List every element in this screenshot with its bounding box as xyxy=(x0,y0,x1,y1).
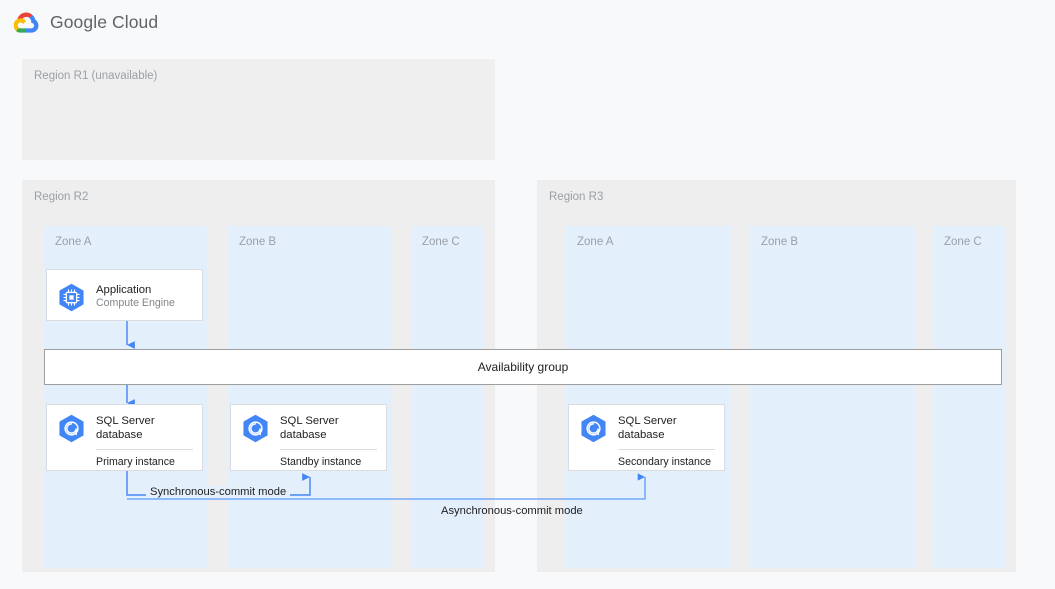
card-application-title: Application xyxy=(96,284,152,296)
card-standby-database-title: SQL Server database xyxy=(280,414,339,441)
google-cloud-logo-icon xyxy=(14,12,39,33)
zone-r3-zone-c-label: Zone C xyxy=(944,236,982,248)
card-secondary-database[interactable]: SQL Server database Secondary instance xyxy=(568,404,725,471)
zone-r3-zone-b: Zone B xyxy=(750,226,915,568)
region-r3-label: Region R3 xyxy=(549,191,604,203)
connector-label-asynchronous: Asynchronous-commit mode xyxy=(441,505,583,517)
availability-group-bar[interactable]: Availability group xyxy=(44,349,1002,385)
app-header: Google Cloud xyxy=(0,0,1055,44)
compute-engine-icon xyxy=(59,283,84,311)
zone-r2-zone-b: Zone B xyxy=(228,226,391,568)
zone-r3-zone-a: Zone A xyxy=(566,226,731,568)
card-secondary-database-footer: Secondary instance xyxy=(618,456,712,468)
card-standby-database-footer: Standby instance xyxy=(280,456,362,468)
zone-r3-zone-c: Zone C xyxy=(933,226,1005,568)
card-standby-database[interactable]: SQL Server database Standby instance xyxy=(230,404,387,471)
zone-r3-zone-b-label: Zone B xyxy=(761,236,799,248)
region-r2-label: Region R2 xyxy=(34,191,89,203)
card-primary-divider xyxy=(96,449,193,450)
card-primary-database-footer: Primary instance xyxy=(96,456,175,468)
region-r1: Region R1 (unavailable) xyxy=(22,59,495,160)
card-primary-database-title: SQL Server database xyxy=(96,414,155,441)
card-primary-database[interactable]: SQL Server database Primary instance xyxy=(46,404,203,471)
card-application-subtitle: Compute Engine xyxy=(96,297,175,310)
brand-title: Google Cloud xyxy=(50,11,159,32)
region-r1-label: Region R1 (unavailable) xyxy=(34,70,158,82)
sql-server-database-icon xyxy=(243,414,268,442)
availability-group-label: Availability group xyxy=(477,360,569,374)
card-application[interactable]: Application Compute Engine xyxy=(46,269,203,321)
card-secondary-database-title: SQL Server database xyxy=(618,414,677,441)
card-standby-divider xyxy=(280,449,377,450)
card-secondary-divider xyxy=(618,449,715,450)
zone-r2-zone-c-label: Zone C xyxy=(422,236,460,248)
zone-r2-zone-b-label: Zone B xyxy=(239,236,277,248)
connector-label-synchronous: Synchronous-commit mode xyxy=(146,486,291,498)
sql-server-database-icon xyxy=(581,414,606,442)
zone-r2-zone-a-label: Zone A xyxy=(55,236,92,248)
zone-r2-zone-c: Zone C xyxy=(411,226,483,568)
zone-r3-zone-a-label: Zone A xyxy=(577,236,614,248)
sql-server-database-icon xyxy=(59,414,84,442)
